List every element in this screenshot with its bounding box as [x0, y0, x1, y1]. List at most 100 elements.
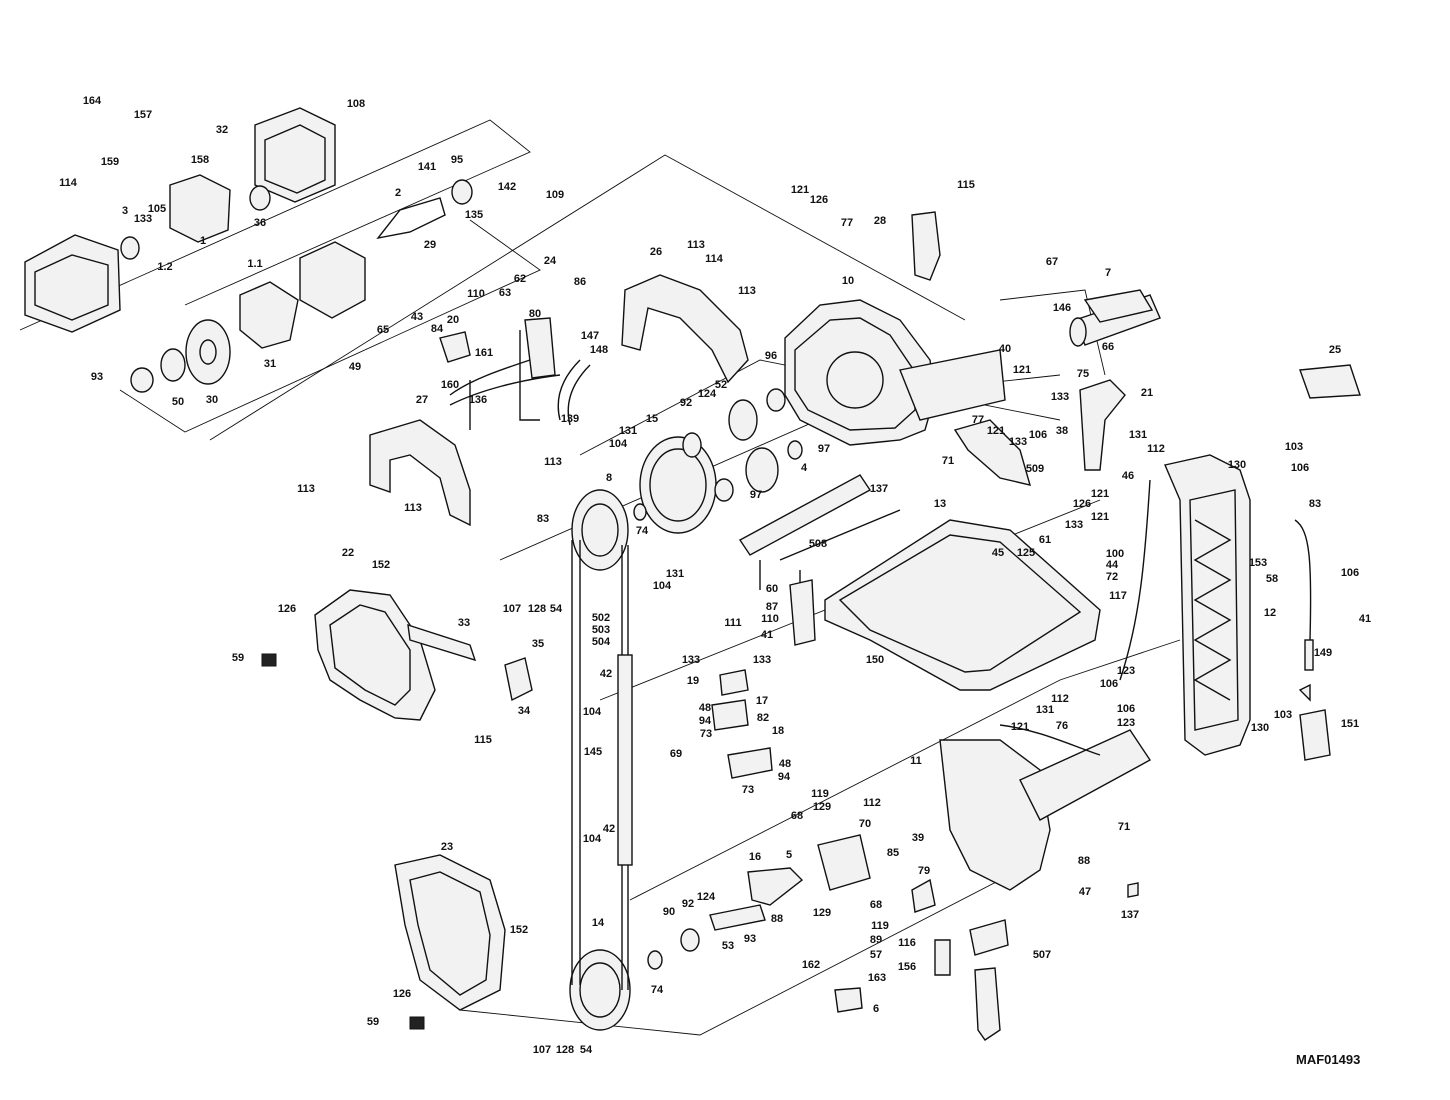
- callout-131d: 131: [1036, 704, 1054, 716]
- callout-106d: 106: [1100, 678, 1118, 690]
- callout-133e: 133: [682, 654, 700, 666]
- callout-29: 29: [424, 239, 436, 251]
- callout-137a: 137: [870, 483, 888, 495]
- callout-121e: 121: [1091, 511, 1109, 523]
- callout-4: 4: [801, 462, 808, 474]
- callout-28: 28: [874, 215, 886, 227]
- callout-117: 117: [1109, 590, 1127, 602]
- callout-504: 504: [592, 636, 611, 648]
- callout-80: 80: [529, 308, 541, 320]
- motor-housing: [24, 107, 473, 393]
- callout-110a: 110: [467, 288, 485, 300]
- callout-152a: 152: [372, 559, 390, 571]
- callout-116: 116: [898, 937, 916, 949]
- callout-162: 162: [802, 959, 820, 971]
- callout-121d: 121: [1091, 488, 1109, 500]
- callout-145: 145: [584, 746, 602, 758]
- blade-guards: [261, 589, 533, 1030]
- callout-126d: 126: [393, 988, 411, 1000]
- callout-85: 85: [887, 847, 899, 859]
- blade-band: [571, 540, 633, 990]
- callout-30: 30: [206, 394, 218, 406]
- callout-110b: 110: [761, 613, 779, 625]
- callout-114a: 114: [59, 177, 78, 189]
- callout-151: 151: [1341, 718, 1359, 730]
- callout-131b: 131: [1129, 429, 1147, 441]
- callout-13: 13: [934, 498, 946, 510]
- callout-67: 67: [1046, 256, 1058, 268]
- callout-32: 32: [216, 124, 228, 136]
- callout-61: 61: [1039, 534, 1051, 546]
- callout-83b: 83: [537, 513, 549, 525]
- callout-131a: 131: [619, 425, 637, 437]
- callout-130a: 130: [1228, 459, 1246, 471]
- callout-41b: 41: [761, 629, 773, 641]
- callout-133f: 133: [753, 654, 771, 666]
- callout-104a: 104: [609, 438, 628, 450]
- callout-92b: 92: [682, 898, 694, 910]
- gear-housing: [784, 211, 1361, 486]
- drawing-code: MAF01493: [1296, 1052, 1361, 1067]
- callout-12: 12: [1264, 607, 1276, 619]
- callout-115b: 115: [474, 734, 492, 746]
- callout-157: 157: [134, 109, 152, 121]
- callout-121a: 121: [791, 184, 809, 196]
- callout-54b: 54: [580, 1044, 593, 1056]
- callout-70: 70: [859, 818, 871, 830]
- callout-95: 95: [451, 154, 463, 166]
- callout-158: 158: [191, 154, 209, 166]
- callout-88b: 88: [771, 913, 783, 925]
- table-base: [738, 474, 1101, 691]
- callout-48a: 48: [699, 702, 711, 714]
- callout-60: 60: [766, 583, 778, 595]
- callout-57: 57: [870, 949, 882, 961]
- callout-49: 49: [349, 361, 361, 373]
- callout-113c: 113: [544, 456, 562, 468]
- callout-124b: 124: [697, 891, 716, 903]
- callout-93b: 93: [744, 933, 756, 945]
- callout-111: 111: [724, 617, 741, 629]
- callout-84: 84: [431, 323, 444, 335]
- lower-assemblies: [709, 479, 1311, 1041]
- callout-20: 20: [447, 314, 459, 326]
- callout-104d: 104: [583, 833, 602, 845]
- callout-119b: 119: [871, 920, 889, 932]
- callout-90: 90: [663, 906, 675, 918]
- callout-46: 46: [1122, 470, 1134, 482]
- callout-38: 38: [1056, 425, 1068, 437]
- callout-139: 139: [561, 413, 579, 425]
- callout-42a: 42: [600, 668, 612, 680]
- callout-149: 149: [1314, 647, 1332, 659]
- callout-36: 36: [254, 217, 266, 229]
- callout-131c: 131: [666, 568, 684, 580]
- callout-65: 65: [377, 324, 389, 336]
- callout-75: 75: [1077, 368, 1089, 380]
- callout-106e: 106: [1117, 703, 1135, 715]
- callout-130b: 130: [1251, 722, 1269, 734]
- callout-58: 58: [1266, 573, 1278, 585]
- callout-121f: 121: [1011, 721, 1029, 733]
- callout-142: 142: [498, 181, 516, 193]
- callout-73a: 73: [700, 728, 712, 740]
- callout-87: 87: [766, 601, 778, 613]
- callout-109: 109: [546, 189, 564, 201]
- callout-73b: 73: [742, 784, 754, 796]
- callout-129a: 129: [813, 801, 831, 813]
- callout-96: 96: [765, 350, 777, 362]
- callout-53: 53: [722, 940, 734, 952]
- callout-45: 45: [992, 547, 1004, 559]
- callout-71a: 71: [942, 455, 954, 467]
- callout-92a: 92: [680, 397, 692, 409]
- callout-126b: 126: [1073, 498, 1091, 510]
- callout-35: 35: [532, 638, 544, 650]
- callout-1: 1: [200, 235, 206, 247]
- callout-68b: 68: [870, 899, 882, 911]
- callout-156: 156: [898, 961, 916, 973]
- callout-7: 7: [1105, 267, 1111, 279]
- callout-124a: 124: [698, 388, 717, 400]
- callout-133c: 133: [1009, 436, 1027, 448]
- callout-123a: 123: [1117, 665, 1135, 677]
- callout-54a: 54: [550, 603, 563, 615]
- callout-133a: 133: [134, 213, 152, 225]
